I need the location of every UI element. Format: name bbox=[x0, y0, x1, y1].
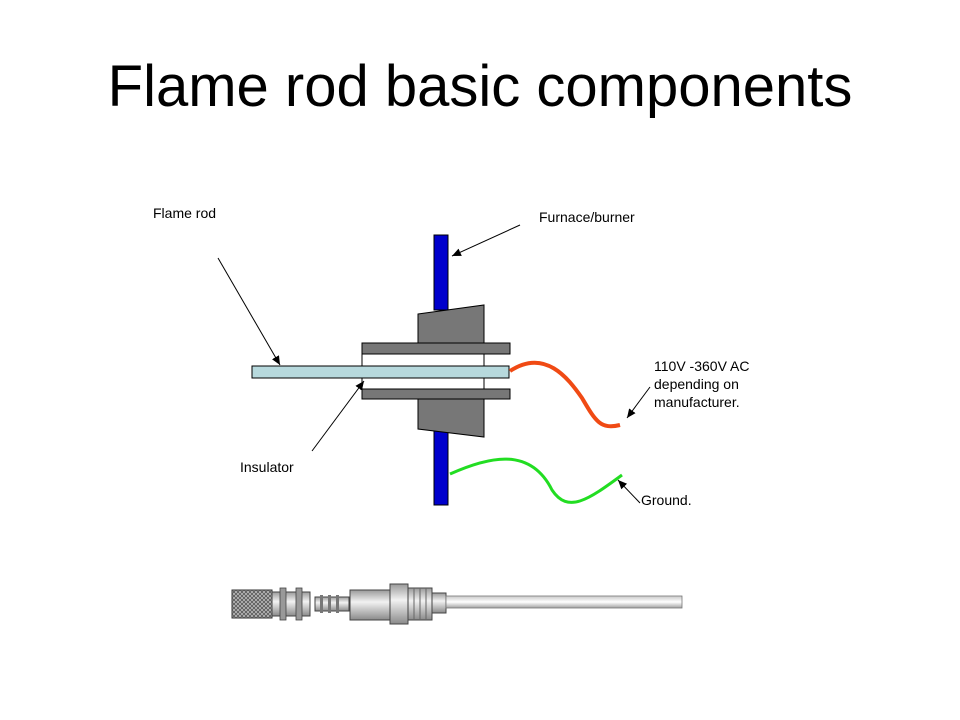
flame-rod-label: Flame rod bbox=[153, 205, 217, 221]
burner-wall-upper bbox=[433, 234, 449, 311]
burner-wall-lower bbox=[433, 426, 449, 506]
ground-wire bbox=[449, 457, 623, 504]
flame-rod bbox=[251, 365, 510, 379]
mount-flange-upper bbox=[417, 304, 485, 344]
voltage-arrow bbox=[626, 386, 651, 419]
flame-rod-photo bbox=[231, 583, 683, 625]
hot-wire bbox=[508, 360, 621, 429]
ground-arrow bbox=[617, 479, 641, 504]
ground-label: Ground. bbox=[641, 492, 692, 508]
furnace-arrow bbox=[451, 224, 521, 257]
slide-title: Flame rod basic components bbox=[107, 54, 853, 119]
mount-flange-lower bbox=[417, 398, 485, 438]
insulator-arrow bbox=[311, 380, 365, 452]
flame-rod-arrow bbox=[217, 257, 281, 366]
insulator-label: Insulator bbox=[240, 459, 294, 475]
furnace-burner-label: Furnace/burner bbox=[539, 209, 635, 225]
insulator-plate-bottom bbox=[361, 388, 511, 400]
insulator-plate-top bbox=[361, 342, 511, 355]
voltage-label: 110V -360V AC depending on manufacturer. bbox=[654, 358, 750, 410]
